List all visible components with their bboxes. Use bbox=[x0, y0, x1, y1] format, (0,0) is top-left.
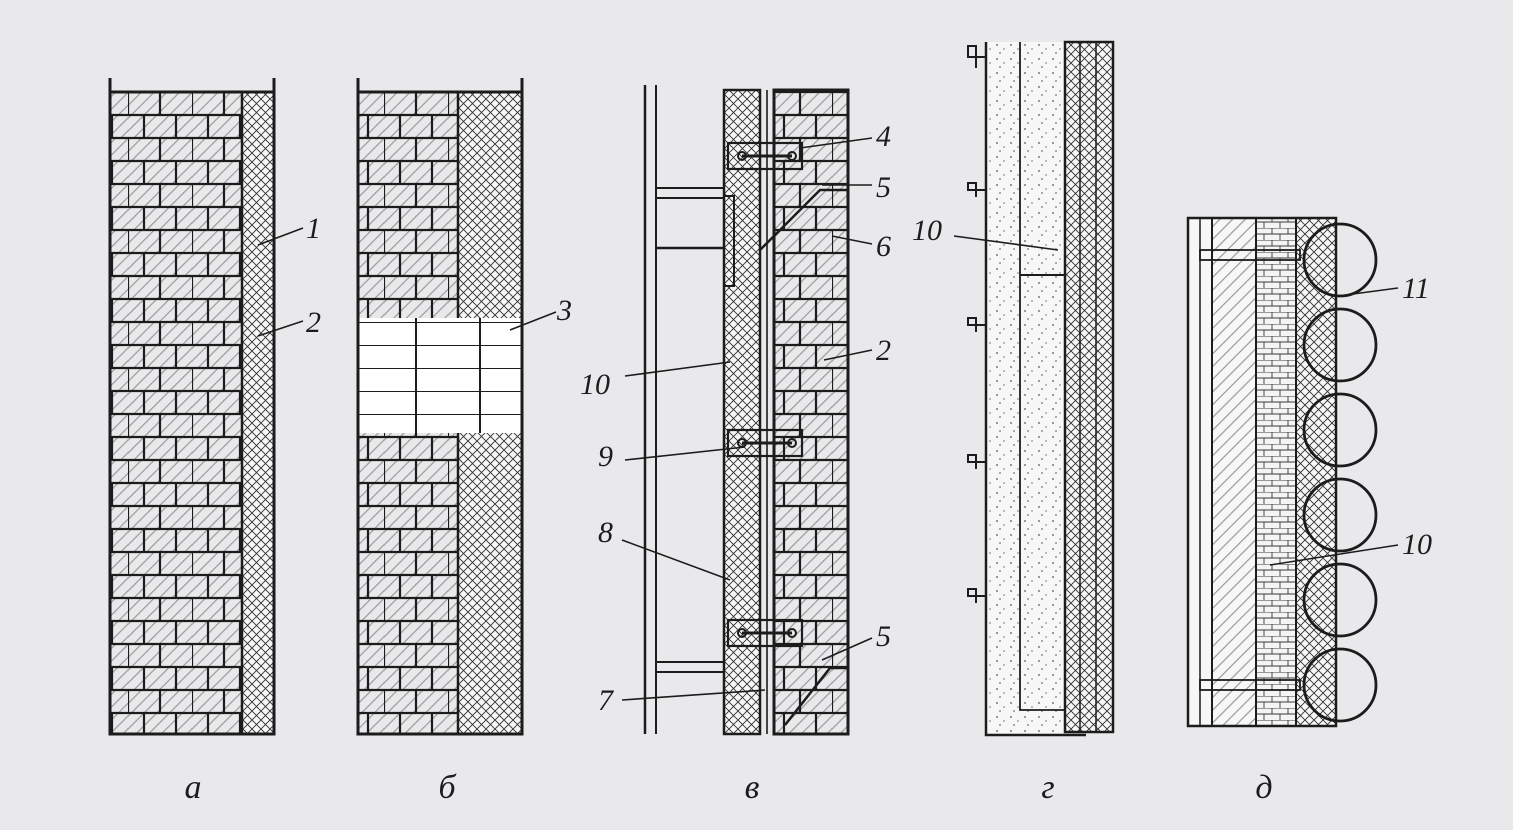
caption-g: г bbox=[1041, 769, 1054, 806]
callout-8: 8 bbox=[598, 516, 613, 549]
support-console bbox=[759, 188, 848, 251]
anchor-tie bbox=[726, 618, 804, 648]
insulation-layer bbox=[1296, 218, 1336, 726]
concrete-layer bbox=[986, 42, 1086, 735]
callout-11: 11 bbox=[1402, 272, 1430, 305]
callout-9: 9 bbox=[598, 440, 613, 473]
callout-5: 5 bbox=[876, 620, 891, 653]
insulation-layer bbox=[242, 92, 274, 734]
caption-b: б bbox=[438, 769, 457, 806]
callout-10: 10 bbox=[912, 214, 942, 247]
brick-layer bbox=[1256, 218, 1296, 726]
callout-4: 4 bbox=[876, 120, 891, 153]
callout-2: 2 bbox=[306, 306, 321, 339]
tie-bolt bbox=[1199, 249, 1301, 261]
callout-10: 10 bbox=[1402, 528, 1432, 561]
callout-7: 7 bbox=[598, 684, 615, 717]
callout-1: 1 bbox=[306, 212, 321, 245]
lifting-loops bbox=[967, 45, 986, 603]
panel-g: 10 г bbox=[912, 40, 1115, 806]
panel-b: 3 б bbox=[356, 78, 572, 806]
caption-a: а bbox=[185, 769, 202, 806]
panel-d: 11 10 д bbox=[1186, 216, 1432, 806]
brick-facing bbox=[774, 90, 848, 734]
support-console bbox=[784, 666, 848, 726]
callout-5: 5 bbox=[876, 171, 891, 204]
anchor-tie bbox=[726, 428, 804, 458]
insulation-panel bbox=[724, 90, 760, 734]
insulation-layer bbox=[1065, 42, 1113, 732]
caption-d: д bbox=[1255, 769, 1272, 806]
inner-layer bbox=[1212, 218, 1256, 726]
callout-6: 6 bbox=[876, 230, 891, 263]
caption-v: в bbox=[745, 769, 760, 806]
round-logs bbox=[1302, 222, 1378, 723]
panel-a: 1 2 а bbox=[108, 78, 321, 806]
callout-3: 3 bbox=[556, 294, 572, 327]
bond-course-bricks bbox=[358, 318, 522, 433]
tie-bolt bbox=[1199, 679, 1301, 691]
anchor-tie bbox=[726, 141, 804, 171]
callout-2: 2 bbox=[876, 334, 891, 367]
panel-v: 4 5 6 2 10 9 8 5 7 в bbox=[580, 85, 891, 806]
callout-10: 10 bbox=[580, 368, 610, 401]
